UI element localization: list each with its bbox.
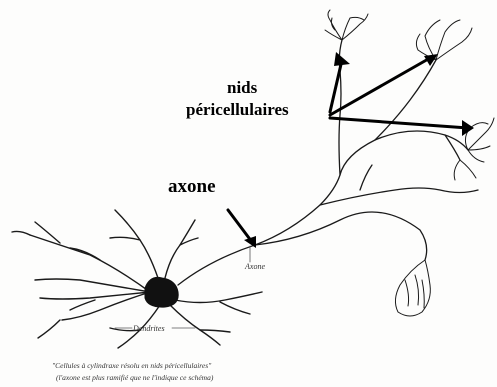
nids-label-line2: péricellulaires — [186, 100, 289, 120]
axone-small-label: Axone — [245, 262, 265, 271]
arrows — [228, 58, 468, 242]
arrow-to-right-nest — [330, 118, 468, 128]
nids-label-line1: nids — [227, 78, 257, 98]
arrow-to-axon — [228, 210, 252, 242]
axon — [178, 40, 478, 285]
axone-label: axone — [168, 176, 216, 198]
dendrites-label: Dendrites — [133, 324, 165, 333]
caption-line2: (l'axone est plus ramifié que ne l'indiq… — [56, 373, 213, 382]
nest-bottom — [395, 260, 430, 316]
nest-top-left — [325, 10, 368, 40]
cell-body — [145, 277, 178, 307]
arrow-to-top-right-nest — [330, 58, 430, 115]
caption-line1: "Cellules à cylindraxe résolu en nids pé… — [52, 361, 211, 370]
nest-top-right — [416, 20, 472, 60]
